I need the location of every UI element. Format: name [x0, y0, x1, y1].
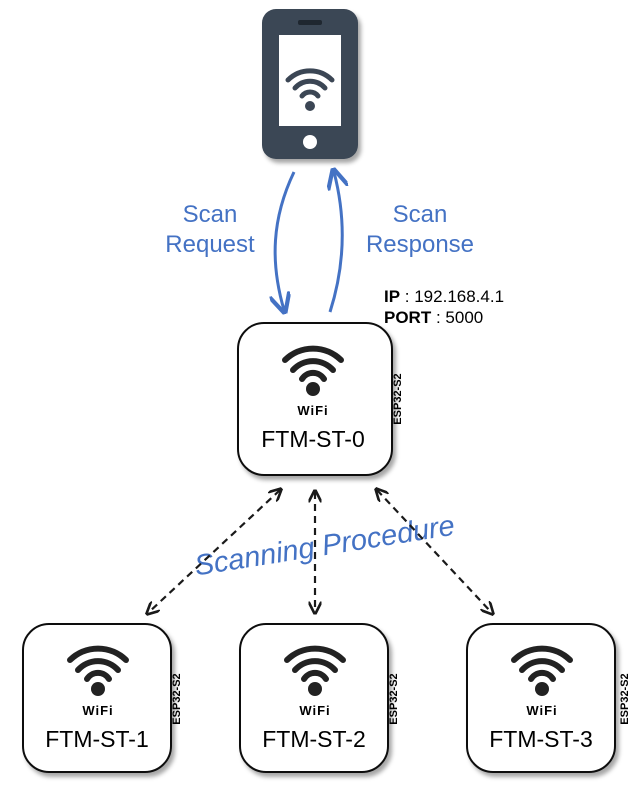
scan-request-arrow	[275, 171, 296, 310]
ip-key: IP	[384, 287, 400, 306]
smartphone-icon	[262, 9, 358, 159]
scan-response-arrow	[330, 172, 342, 313]
chip-label: ESP32-S2	[392, 373, 404, 424]
wifi-label: WiFi	[299, 703, 330, 718]
scan-request-label-line2: Request	[165, 231, 255, 258]
station-ftm-st-1: WiFi FTM-ST-1 ESP32-S2	[22, 623, 183, 773]
port-info: PORT : 5000	[384, 308, 483, 327]
station-ftm-st-3: WiFi FTM-ST-3 ESP32-S2	[466, 623, 631, 773]
port-value: : 5000	[431, 308, 483, 327]
wifi-icon	[67, 645, 129, 696]
wifi-icon	[282, 345, 344, 396]
scan-link-st1	[148, 490, 280, 613]
wifi-icon	[511, 645, 573, 696]
port-key: PORT	[384, 308, 432, 327]
chip-label: ESP32-S2	[171, 673, 183, 724]
scanning-procedure-label: Scanning Procedure	[192, 510, 457, 583]
station-name: FTM-ST-2	[262, 726, 366, 752]
station-name: FTM-ST-1	[45, 726, 149, 752]
station-ftm-st-0: WiFi FTM-ST-0 ESP32-S2	[237, 322, 404, 476]
ip-address-info: IP : 192.168.4.1	[384, 287, 504, 306]
scan-request-label-line1: Scan	[183, 201, 238, 228]
scan-response-label-line2: Response	[366, 231, 474, 258]
phone-wifi-icon	[285, 68, 335, 111]
station-name: FTM-ST-3	[489, 726, 593, 752]
wifi-label: WiFi	[526, 703, 557, 718]
ip-value: : 192.168.4.1	[400, 287, 504, 306]
wifi-label: WiFi	[297, 403, 328, 418]
scan-link-st3	[377, 490, 492, 613]
chip-label: ESP32-S2	[388, 673, 400, 724]
station-name: FTM-ST-0	[261, 426, 365, 452]
scan-response-label-line1: Scan	[393, 201, 448, 228]
station-ftm-st-2: WiFi FTM-ST-2 ESP32-S2	[239, 623, 400, 773]
wifi-label: WiFi	[82, 703, 113, 718]
chip-label: ESP32-S2	[619, 673, 631, 724]
wifi-icon	[284, 645, 346, 696]
